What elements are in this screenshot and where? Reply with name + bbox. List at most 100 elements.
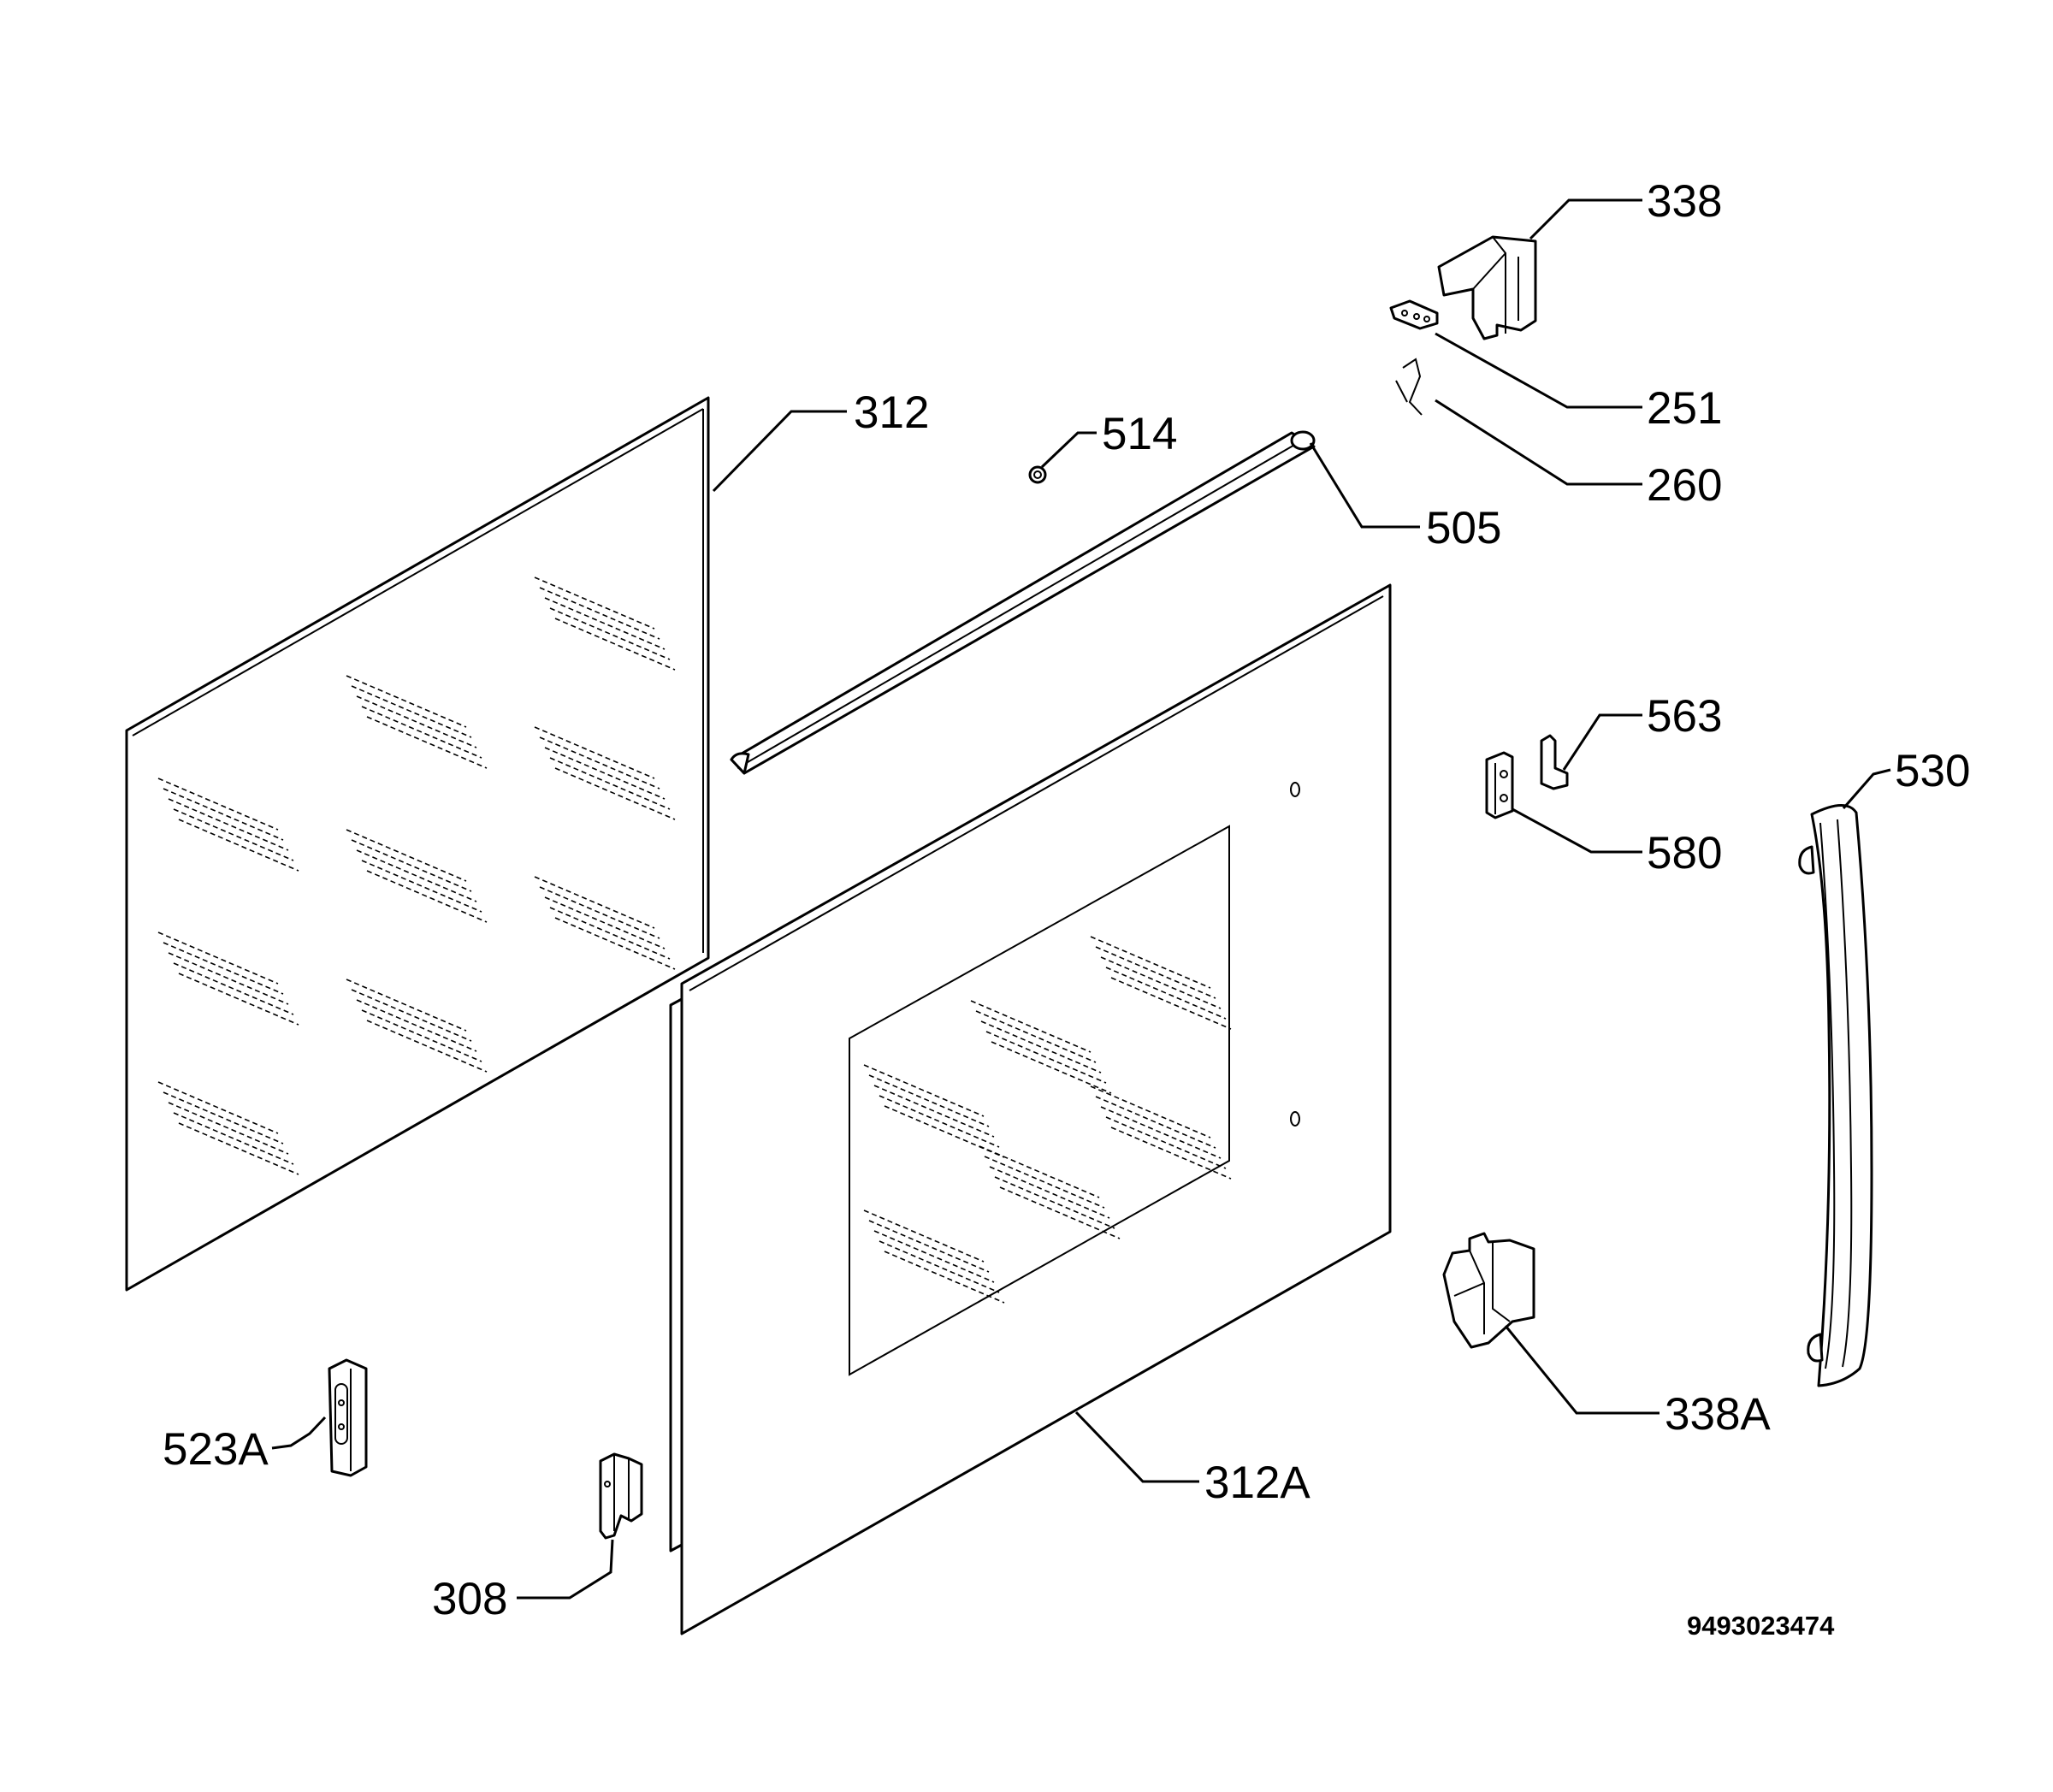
glass-reflection-line [984,1156,1105,1209]
callout-505: 505 [1426,503,1501,553]
glass-reflection-line [539,587,660,640]
glass-reflection-line [351,685,472,738]
glass-reflection-line [544,896,666,949]
glass-reflection-line [163,788,284,841]
glass-reflection-line [356,999,477,1052]
glass-reflection-line [999,1186,1121,1239]
glass-reflection-line [168,798,289,851]
leader-251 [1435,332,1642,409]
glass-reflection-line [178,973,299,1026]
glass-reflection-line [356,849,477,902]
glass-reflection-line [534,577,655,630]
leader-308 [517,1539,614,1600]
glass-reflection-line [985,1031,1107,1084]
document-number: 9493023474 [1687,1611,1835,1641]
glass-reflection-line [157,931,279,985]
glass-reflection-line [366,1020,488,1073]
leader-530 [1842,768,1891,809]
glass-reflection-line [863,1209,985,1263]
glass-reflection-line [1105,1116,1227,1169]
glass-reflection-line [1100,1106,1222,1159]
glass-reflection-line [991,1041,1112,1094]
leader-lines [271,198,1891,1600]
latch-563 [1540,734,1569,790]
glass-reflection-line [970,1000,1092,1053]
callout-338A: 338A [1665,1389,1771,1440]
leader-338A [1504,1325,1660,1415]
glass-reflection-line [346,675,467,728]
hinge-bracket-308 [599,1452,643,1540]
glass-reflection-line [157,778,279,831]
glass-reflection-line [534,726,655,779]
callout-338: 338 [1647,176,1722,227]
leader-563 [1562,713,1642,771]
glass-reflection-line [539,736,660,790]
glass-reflection-line [1110,977,1232,1030]
callout-530: 530 [1895,746,1970,796]
glass-reflection-line [173,962,294,1015]
glass-reflection-line [863,1064,985,1117]
glass-reflection-line [351,989,472,1042]
slot-plate-523A [328,1358,368,1477]
glass-reflection-line [879,1240,1000,1293]
glass-reflection-line [879,1095,1000,1148]
glass-reflection-line [1095,946,1216,999]
leader-523A [271,1416,327,1450]
leader-580 [1512,807,1642,854]
callout-580: 580 [1647,828,1722,878]
glass-panel-312 [125,396,710,1292]
glass-reflection-line [868,1220,990,1273]
leader-338 [1529,198,1642,240]
glass-reflection-line [554,767,676,820]
glass-reflection-line [884,1105,1005,1158]
glass-reflection-line [975,1010,1097,1063]
callout-563: 563 [1647,691,1722,742]
glass-reflection-line [979,1145,1100,1198]
callout-251: 251 [1647,383,1722,434]
callout-312A: 312A [1204,1458,1310,1508]
glass-reflection-line [157,1081,279,1134]
glass-reflection-line [163,942,284,995]
glass-reflection-line [351,839,472,892]
callout-260: 260 [1647,460,1722,511]
glass-reflection-line [163,1091,284,1144]
glass-reflection-line [544,747,666,800]
glass-reflection-line [534,876,655,929]
glass-reflection-line [544,597,666,650]
door-panel-312A [669,583,1392,1635]
glass-reflection-line [1090,936,1211,989]
glass-reflection-line [173,1112,294,1165]
glass-reflection-line [554,618,676,671]
glass-reflection-line [994,1176,1115,1229]
glass-reflection-line [873,1230,995,1283]
glass-reflection-line [884,1251,1005,1304]
callout-308: 308 [432,1574,507,1624]
clip-251 [1389,299,1439,330]
callout-labels: 338 251 260 312 514 505 563 580 530 523A… [163,176,1970,1641]
glass-reflection-line [549,907,671,960]
glass-reflection-line [178,1122,299,1175]
glass-reflection-line [1090,1085,1211,1138]
glass-reflection-line [356,695,477,748]
glass-reflection-line [361,1009,482,1062]
glass-reflection-line [1110,1127,1232,1180]
leader-312A [1074,1411,1199,1483]
glass-reflection-line [554,917,676,970]
glass-reflection-line [366,716,488,769]
glass-reflection-line [549,607,671,660]
screw-514 [1028,465,1047,484]
glass-reflection-line [346,829,467,882]
leader-260 [1435,399,1642,486]
glass-hatching [157,577,676,1175]
glass-reflection-line [346,979,467,1032]
spring-260 [1395,358,1423,416]
glass-reflection-line [1105,967,1227,1020]
glass-reflection-line [366,870,488,923]
glass-reflection-line [168,952,289,1005]
glass-reflection-line [168,1102,289,1155]
glass-reflection-line [1100,956,1222,1009]
callout-514: 514 [1102,409,1177,459]
glass-reflection-line [549,757,671,810]
glass-reflection-line [1095,1096,1216,1149]
